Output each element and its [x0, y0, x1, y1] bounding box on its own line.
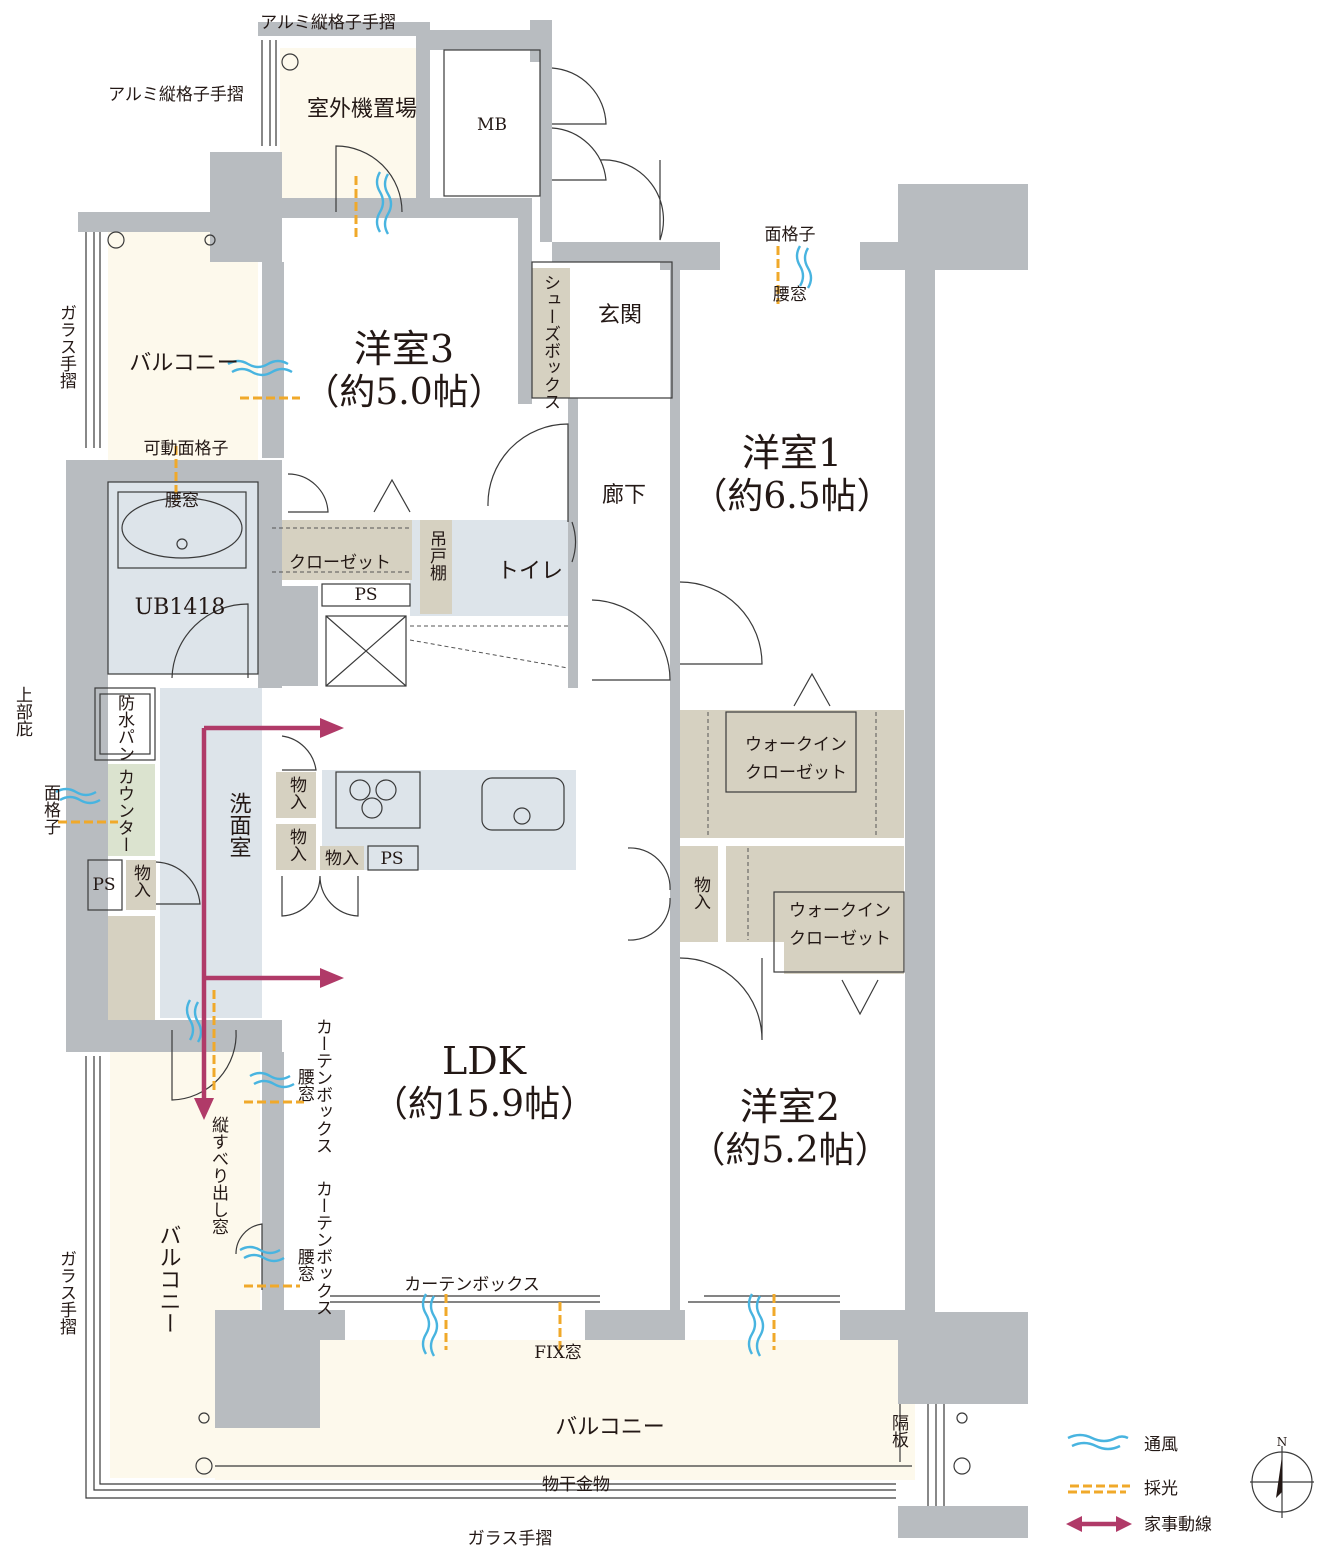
interior-lines	[87, 49, 905, 1303]
glass-rail-label-west-upper: ガラス手摺	[56, 304, 77, 390]
housework-route	[194, 718, 344, 1120]
ldk-name: LDK	[442, 1039, 527, 1083]
walkin2-line1: ウォークイン	[789, 901, 891, 921]
balcony-west-upper	[108, 232, 258, 460]
kitchen-counter	[322, 770, 576, 870]
washroom-floor	[160, 688, 262, 1018]
toilet-label: トイレ	[497, 559, 563, 584]
balcony-label-west-upper: バルコニー	[129, 351, 239, 376]
balcony-south	[215, 1340, 915, 1480]
legend-lighting-label: 採光	[1144, 1479, 1178, 1499]
curtain-box-label-1: カーテンボックス	[312, 1018, 332, 1154]
waist-window-label-ldk-2: 腰窓	[294, 1248, 315, 1282]
storage-kitchen-a	[276, 772, 316, 818]
legend-ventilation-swatch	[1067, 1433, 1129, 1443]
bathroom-floor	[108, 482, 258, 674]
glass-rail-label-south: ガラス手摺	[468, 1529, 553, 1549]
laundry-hardware-label: 物干金物	[542, 1475, 610, 1495]
ps-label-1: PS	[354, 585, 377, 605]
shoe-box	[530, 268, 570, 398]
storage-label-wash: 物入	[130, 864, 151, 898]
room1-name: 洋室1	[742, 431, 842, 475]
fix-window-label: FIX窓	[534, 1343, 582, 1363]
balcony-label-south: バルコニー	[555, 1415, 665, 1440]
face-lattice-label-counter: 面格子	[40, 784, 61, 835]
legend: 通風 採光 家事動線 N	[1066, 1433, 1314, 1535]
curtain-box-label-2: カーテンボックス	[312, 1180, 332, 1316]
legend-route-label: 家事動線	[1144, 1515, 1212, 1535]
north-label: N	[1277, 1435, 1288, 1449]
ps-label-2: PS	[92, 875, 115, 895]
outdoor-unit-area	[280, 48, 428, 198]
storage-room2	[680, 846, 718, 942]
doors	[155, 67, 879, 1290]
closet-3	[270, 520, 412, 580]
hallway-label: 廊下	[602, 483, 646, 508]
room3-name: 洋室3	[354, 327, 454, 371]
ventilation-marks	[55, 171, 813, 1357]
shoe-box-label: シューズボックス	[540, 274, 560, 410]
structural-walls	[66, 20, 1028, 1538]
walkin2-line2: クローゼット	[789, 929, 891, 949]
storage-kitchen-b	[276, 824, 316, 870]
room2-name: 洋室2	[740, 1085, 840, 1129]
outdoor-unit-label: 室外機置場	[307, 97, 417, 122]
mb-label: MB	[477, 115, 507, 135]
waist-window-label-ldk-1: 腰窓	[294, 1068, 315, 1102]
ps-label-3: PS	[380, 849, 403, 869]
walkin1-line1: ウォークイン	[745, 735, 847, 755]
glass-rail-label-west-lower: ガラス手摺	[56, 1250, 77, 1336]
movable-lattice-label: 可動面格子	[144, 439, 229, 459]
waterproof-pan-label: 防水パン	[114, 694, 135, 762]
ub-label: UB1418	[135, 595, 226, 620]
hanging-shelf-label: 吊戸棚	[426, 530, 447, 582]
balcony-label-west-lower: バルコニー	[156, 1224, 181, 1334]
waist-window-label-bath: 腰窓	[165, 491, 199, 511]
room2-area: （約5.2帖）	[689, 1130, 890, 1171]
walkin-closet-1	[680, 710, 904, 838]
alu-rail-label-left: アルミ縦格子手摺	[108, 85, 244, 105]
curtain-box-label-3: カーテンボックス	[404, 1275, 540, 1295]
storage-wash	[126, 860, 156, 910]
slide-window-label: 縦すべり出し窓	[208, 1116, 229, 1235]
waist-window-label-room1: 腰窓	[773, 285, 807, 305]
room1-area: （約6.5帖）	[691, 476, 892, 517]
storage-kitchen-c	[320, 846, 364, 870]
counter-label: カウンター	[114, 768, 134, 853]
partition-label: 隔板	[888, 1414, 909, 1448]
lighting-marks	[58, 176, 780, 1350]
walkin-closet-2	[726, 846, 904, 974]
face-lattice-label-room1: 面格子	[765, 225, 816, 245]
closet-label: クローゼット	[289, 553, 391, 573]
upper-eave-label: 上部庇	[12, 686, 33, 737]
legend-ventilation-label: 通風	[1144, 1435, 1178, 1455]
alu-rail-label-top: アルミ縦格子手摺	[260, 13, 396, 33]
ldk-area: （約15.9帖）	[372, 1084, 596, 1125]
storage-label-room2: 物入	[690, 876, 711, 910]
room3-area: （約5.0帖）	[303, 372, 504, 413]
railings	[85, 40, 971, 1506]
storage-label-c: 物入	[325, 849, 359, 869]
storage-label-a: 物入	[286, 776, 307, 810]
washroom-label: 洗面室	[226, 792, 252, 858]
entrance-label: 玄関	[598, 303, 642, 328]
hanging-shelf	[420, 520, 452, 614]
walkin1-line2: クローゼット	[745, 763, 847, 783]
storage-label-b: 物入	[286, 828, 307, 862]
